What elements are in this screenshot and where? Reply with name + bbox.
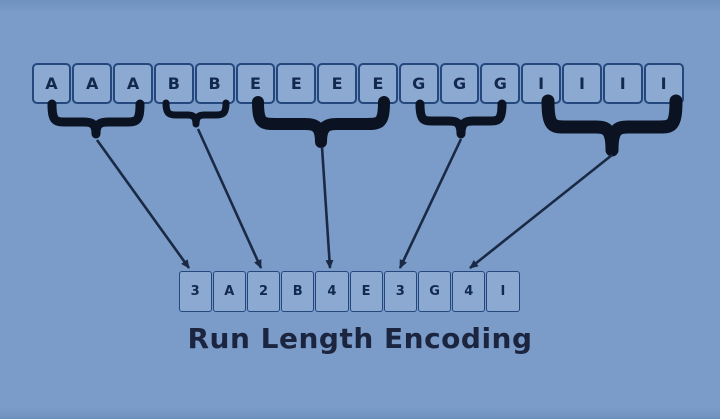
input-cell: E xyxy=(235,63,276,104)
input-cell: I xyxy=(521,63,562,104)
encoded-cell: 3 xyxy=(178,271,212,312)
input-cell: E xyxy=(276,63,317,104)
underbrace-group-a-icon xyxy=(47,99,145,139)
encoded-cell-label: 4 xyxy=(464,284,474,299)
encoded-cell-label: 2 xyxy=(258,284,269,299)
input-cell-label: E xyxy=(372,74,384,93)
encoded-cell: G xyxy=(417,271,452,312)
input-cell: A xyxy=(113,63,153,104)
encoded-cell-label: B xyxy=(292,284,303,299)
arrow-group-e-icon xyxy=(320,146,334,269)
input-cell-label: A xyxy=(45,74,58,93)
encoded-cell: A xyxy=(212,271,246,312)
input-sequence-row: A A A B B E E E E G G G I I I I xyxy=(31,63,684,104)
input-cell-label: G xyxy=(493,74,507,93)
input-cell: E xyxy=(317,63,357,104)
encoded-cell: E xyxy=(349,271,383,312)
arrow-group-b-icon xyxy=(196,128,263,269)
input-cell: B xyxy=(153,63,194,104)
underbrace-group-i-icon xyxy=(541,94,683,157)
input-cell: G xyxy=(480,63,521,104)
arrow-group-a-icon xyxy=(95,139,191,269)
input-cell-label: A xyxy=(86,74,99,93)
encoded-sequence-row: 3 A 2 B 4 E 3 G 4 I xyxy=(178,271,520,312)
encoded-cell: 2 xyxy=(246,271,281,312)
underbrace-group-e-icon xyxy=(252,96,390,148)
input-cell: I xyxy=(643,63,684,104)
encoded-cell-label: 3 xyxy=(395,284,405,299)
input-cell: G xyxy=(398,63,439,104)
encoded-cell-label: G xyxy=(429,284,440,299)
encoded-cell: B xyxy=(281,271,315,312)
encoded-cell-label: 4 xyxy=(327,284,337,299)
encoded-cell-label: I xyxy=(500,284,506,299)
input-cell-label: G xyxy=(452,74,467,93)
input-cell: A xyxy=(72,63,113,104)
encoded-cell: I xyxy=(486,271,520,312)
input-cell-label: G xyxy=(412,74,426,93)
input-cell: I xyxy=(602,63,643,104)
input-cell: I xyxy=(562,63,602,104)
arrow-group-i-icon xyxy=(469,153,613,270)
input-cell-label: B xyxy=(208,74,221,93)
input-cell-label: I xyxy=(538,74,545,93)
arrow-group-g-icon xyxy=(398,138,463,269)
encoded-cell-label: A xyxy=(224,284,235,299)
input-cell: A xyxy=(31,63,72,104)
input-cell: E xyxy=(358,63,398,104)
encoded-cell: 4 xyxy=(315,271,349,312)
encoded-cell-label: E xyxy=(361,284,371,299)
input-cell-label: B xyxy=(167,74,180,93)
encoded-cell: 3 xyxy=(383,271,417,312)
input-cell-label: I xyxy=(578,74,585,93)
input-cell: B xyxy=(194,63,235,104)
input-cell-label: I xyxy=(660,74,667,93)
input-cell-label: I xyxy=(619,74,626,93)
input-cell-label: E xyxy=(331,74,343,93)
underbrace-group-g-icon xyxy=(415,99,507,139)
input-cell-label: E xyxy=(250,74,261,93)
input-cell-label: A xyxy=(126,74,140,93)
input-cell: G xyxy=(439,63,480,104)
underbrace-group-b-icon xyxy=(162,99,230,128)
input-cell-label: E xyxy=(290,74,302,93)
page-title: Run Length Encoding xyxy=(187,322,533,355)
encoded-cell: 4 xyxy=(452,271,486,312)
encoded-cell-label: 3 xyxy=(190,284,200,299)
